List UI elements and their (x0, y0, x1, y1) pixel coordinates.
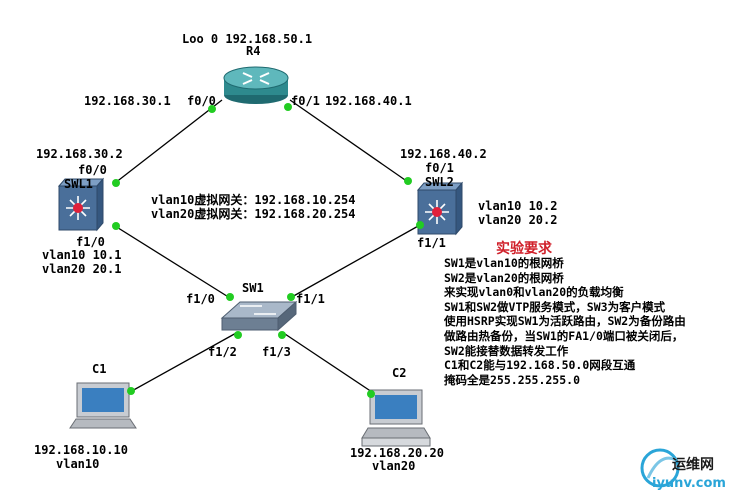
requirement-line: 做路由热备份，当SW1的FA1/0端口被关闭后， (444, 328, 684, 343)
watermark-text: 运维网 (672, 457, 714, 473)
c1-name-label: C1 (92, 362, 107, 376)
swl2-up-if-label: f0/1 (425, 161, 454, 175)
router-icon (223, 66, 289, 104)
link-r4-swl1 (114, 99, 223, 184)
link-sw1-c2 (281, 331, 373, 393)
swl2-vlan20-label: vlan20 20.2 (478, 213, 558, 227)
r4-left-ip-label: 192.168.30.1 (84, 94, 171, 108)
link-swl2-sw1 (289, 224, 421, 299)
c1-vlan-label: vlan10 (56, 457, 100, 471)
swl1-down-if-label: f1/0 (76, 235, 105, 249)
watermark-logo (640, 448, 680, 488)
swl2-ip-label: 192.168.40.2 (400, 147, 487, 161)
link-status-dots (112, 103, 424, 398)
pc-icon-c2 (361, 389, 431, 447)
swl1-vlan20-label: vlan20 20.1 (42, 262, 122, 276)
watermark-url: iyunv.com (652, 476, 726, 491)
r4-loopback-label: Loo 0 192.168.50.1 (182, 32, 313, 46)
sw1-c2-if-label: f1/3 (262, 345, 291, 359)
r4-right-ip-label: 192.168.40.1 (325, 94, 412, 108)
swl1-up-if-label: f0/0 (78, 163, 107, 177)
requirements-title: 实验要求 (496, 241, 552, 257)
c2-ip-label: 192.168.20.20 (350, 446, 444, 460)
pc-icon-c1 (69, 382, 137, 429)
multilayer-switch-icon-swl1 (57, 177, 105, 232)
swl1-vlan10-label: vlan10 10.1 (42, 248, 122, 262)
r4-right-if-label: f0/1 (291, 94, 320, 108)
vlan10-gateway-label: vlan10虚拟网关：192.168.10.254 (151, 193, 356, 207)
c2-name-label: C2 (392, 366, 407, 380)
requirements-list: SW1是vlan10的根网桥 SW2是vlan20的根网桥 来实现vlan0和v… (444, 256, 686, 387)
r4-name-label: R4 (246, 44, 261, 58)
swl2-name-label: SWL2 (425, 175, 454, 189)
c2-vlan-label: vlan20 (372, 459, 416, 473)
link-r4-swl2 (289, 99, 409, 183)
swl2-vlan10-label: vlan10 10.2 (478, 199, 558, 213)
swl2-down-if-label: f1/1 (417, 236, 446, 250)
requirement-line: SW2是vlan20的根网桥 (444, 270, 564, 285)
requirement-line: SW2能接替数据转发工作 (444, 343, 569, 358)
swl1-ip-label: 192.168.30.2 (36, 147, 123, 161)
requirement-line: 使用HSRP实现SW1为活跃路由，SW2为备份路由 (444, 314, 686, 329)
requirement-line: 来实现vlan0和vlan20的负载均衡 (444, 285, 624, 300)
c1-ip-label: 192.168.10.10 (34, 443, 128, 457)
link-sw1-c1 (129, 331, 239, 393)
requirement-line: C1和C2能与192.168.50.0网段互通 (444, 358, 636, 373)
sw1-c1-if-label: f1/2 (208, 345, 237, 359)
swl1-name-label: SWL1 (64, 177, 93, 191)
multilayer-switch-icon-swl2 (416, 181, 464, 236)
r4-left-if-label: f0/0 (187, 94, 216, 108)
sw1-left-if-label: f1/0 (186, 292, 215, 306)
vlan20-gateway-label: vlan20虚拟网关：192.168.20.254 (151, 207, 356, 221)
switch-icon-sw1 (220, 300, 298, 332)
requirement-line: SW1和SW2做VTP服务模式，SW3为客户模式 (444, 299, 666, 314)
link-swl1-sw1 (114, 225, 231, 299)
requirement-line: SW1是vlan10的根网桥 (444, 256, 564, 270)
requirement-line: 掩码全是255.255.255.0 (444, 372, 581, 387)
sw1-name-label: SW1 (242, 281, 264, 295)
sw1-right-if-label: f1/1 (296, 292, 325, 306)
